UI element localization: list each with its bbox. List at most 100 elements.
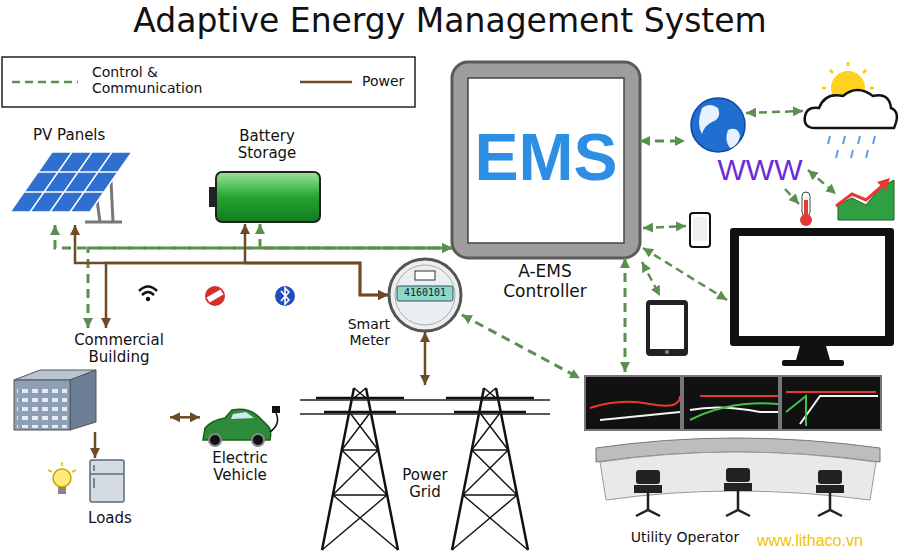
meter-art [395, 265, 455, 325]
power-link [245, 224, 388, 295]
node-label: WWW [710, 153, 810, 186]
commercial-building: Commercial Building [10, 328, 170, 432]
chart-art [836, 186, 882, 206]
devices-art [782, 360, 844, 366]
meter-art [389, 259, 461, 331]
loads-art [53, 469, 71, 487]
electric-vehicle: Electric Vehicle [200, 408, 280, 492]
operator-room [816, 485, 844, 493]
car-art [270, 413, 278, 432]
control-link [462, 315, 580, 378]
operator-room [726, 468, 750, 482]
node-label: Power Grid [398, 467, 452, 502]
devices-art [693, 217, 707, 241]
car-art [203, 406, 280, 446]
power-link [75, 225, 388, 295]
wireless-icons [139, 287, 157, 296]
devices-art [730, 228, 894, 346]
legend-frame [300, 81, 352, 84]
legend-frame [12, 81, 78, 84]
control-link [640, 140, 685, 143]
node-label: PV Panels [33, 127, 133, 144]
wireless-icons [139, 286, 295, 306]
building-art [17, 384, 67, 428]
watermark: www.lithaco.vn [757, 532, 897, 550]
devices-art [690, 213, 710, 247]
operator-room [724, 483, 752, 491]
operator-room [634, 485, 662, 493]
pv-panel-art [10, 152, 132, 222]
operator-room [585, 376, 881, 516]
power-link [94, 432, 97, 458]
control-link [55, 225, 452, 248]
node-label: A-EMS Controller [490, 262, 600, 301]
devices-art [650, 305, 684, 349]
operator-room [585, 376, 681, 430]
internet: WWW [685, 95, 810, 187]
power-towers [300, 388, 550, 550]
globe-art [691, 98, 745, 152]
chart-art [836, 178, 894, 220]
loads-art [58, 487, 66, 494]
weather-art [805, 62, 897, 158]
power-link [106, 263, 388, 328]
globe-art [726, 129, 740, 148]
operator-room [690, 396, 806, 426]
loads-art [90, 465, 124, 488]
node-label: Smart Meter [334, 316, 390, 348]
power-towers [300, 400, 550, 414]
car-art [252, 434, 264, 446]
operator-room [600, 396, 878, 424]
battery-storage: Battery Storage [205, 128, 330, 224]
utility-operator: Utility Operator [580, 372, 888, 550]
legend-frame [2, 57, 415, 107]
thermometer-art [800, 192, 812, 226]
power-grid: Power Grid [300, 385, 550, 550]
building-art [70, 370, 96, 430]
operator-room [818, 493, 842, 516]
control-links [643, 226, 686, 228]
pv-panel-art [24, 152, 118, 212]
node-label: Electric Vehicle [200, 450, 280, 485]
control-link [88, 248, 452, 328]
control-links [808, 170, 836, 194]
wireless-icons [207, 289, 224, 302]
building-art [14, 370, 96, 430]
loads-art [48, 460, 124, 502]
control-links [746, 111, 803, 113]
node-label: 4160101 [397, 287, 453, 299]
meter-art [397, 286, 453, 301]
node-label: EMS [468, 124, 624, 190]
wireless-icons [146, 297, 150, 301]
pv-panel-art [10, 152, 132, 212]
wireless-icons [275, 286, 295, 306]
control-links [643, 248, 727, 300]
battery-art [216, 172, 320, 222]
operator-room [636, 470, 660, 484]
chart-art [877, 178, 890, 191]
smart-meter: 4160101Smart Meter [388, 258, 462, 332]
loads: Loads [45, 458, 145, 532]
operator-room [818, 470, 842, 484]
loads-art [90, 460, 124, 502]
devices-art [796, 346, 830, 360]
wireless-icons [281, 288, 289, 304]
legend-frame [2, 57, 415, 107]
control-links [785, 189, 799, 204]
node-label: Battery Storage [227, 128, 307, 163]
operator-room [726, 491, 750, 516]
ems-screen [468, 78, 624, 243]
devices-art [739, 236, 885, 336]
diagram-title: Adaptive Energy Management System [60, 2, 840, 40]
legend-text: Power [362, 73, 422, 89]
power-link [424, 332, 427, 385]
thermometer-art [800, 214, 812, 226]
pv-panels: PV Panels [5, 125, 135, 225]
power-towers [316, 388, 404, 550]
control-link [624, 258, 627, 372]
ems-screen [452, 62, 640, 258]
weather-art [805, 90, 897, 128]
operator-room [636, 493, 660, 516]
node-label: Loads [80, 510, 140, 527]
